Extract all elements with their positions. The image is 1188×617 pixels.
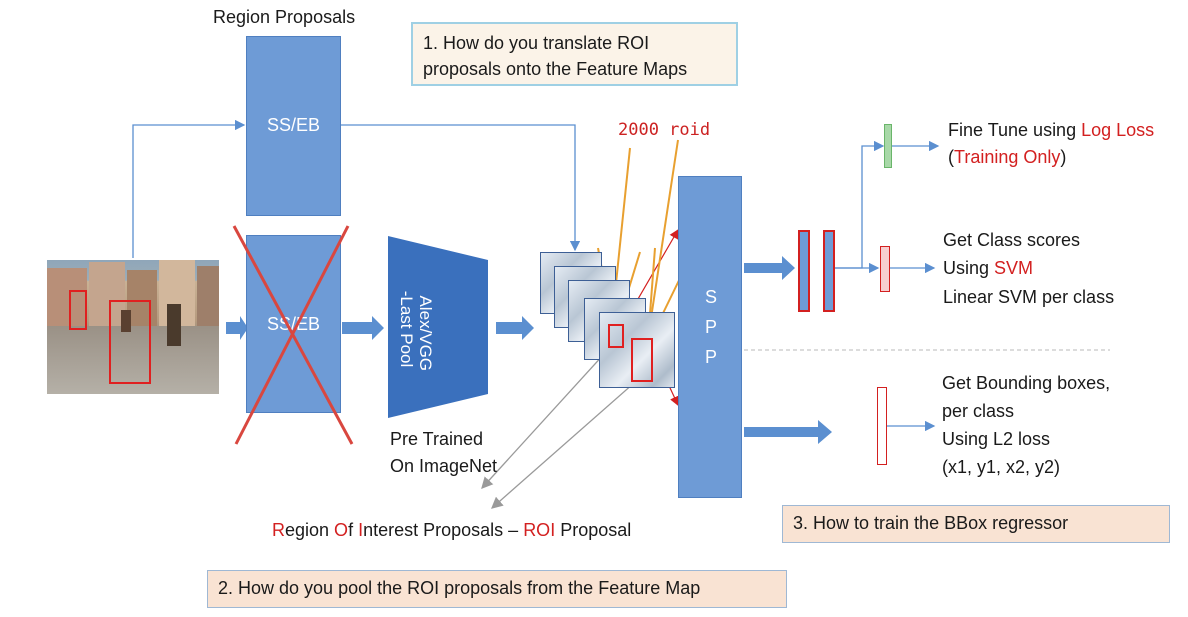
finetune-line2: (Training Only) [948,144,1066,171]
svm-text: SVM [994,258,1034,278]
class-scores-line2: Using SVM [943,255,1033,282]
roi-caption: Region Of Interest Proposals – ROI Propo… [272,517,631,544]
image-to-ss-arrow [132,119,246,258]
bbox-line3: Using L2 loss [942,429,1051,449]
roi-box-small [608,324,624,348]
finetune-layer [884,124,892,168]
roi-caption-proposal: Proposal [555,520,632,540]
finetune-close-paren: ) [1060,147,1067,167]
pretrained-line1: Pre Trained [390,429,484,449]
question-2-text: 2. How do you pool the ROI proposals fro… [218,578,701,598]
question-3-box: 3. How to train the BBox regressor [782,505,1170,543]
cross-out-icon [232,225,354,445]
roi-caption-i: I [358,520,364,540]
spp-block [678,176,742,498]
finetune-prefix: Fine Tune using [948,120,1082,140]
roi-caption-r: R [272,520,285,540]
cnn-trapezoid [388,236,488,418]
spp-to-bbox-block-arrow [744,420,832,444]
roi-caption-egion: egion [285,520,335,540]
roi-caption-roi: ROI [523,520,556,540]
svm-layer [880,246,890,292]
region-proposals-title: Region Proposals [213,7,356,27]
class-scores-line3: Linear SVM per class [943,287,1115,307]
bbox-line4: (x1, y1, x2, y2) [942,457,1061,477]
finetune-line1: Fine Tune using Log Loss [948,117,1154,144]
training-only-text: Training Only [954,147,1061,167]
ss-eb-label-top: SS/EB [266,115,321,135]
ss-eb-block-bottom: SS/EB [246,235,341,413]
fc-layer-2 [823,230,835,312]
ss-eb-block-top: SS/EB [246,36,341,216]
bbox-line2: per class [942,401,1015,421]
class-scores-line1: Get Class scores [943,230,1081,250]
fc-layer-1 [798,230,810,312]
question-1-text: 1. How do you translate ROI proposals on… [423,33,688,79]
spp-to-fc-block-arrow [744,256,795,280]
question-2-box: 2. How do you pool the ROI proposals fro… [207,570,787,608]
finetune-open-paren: ( [948,147,954,167]
log-loss-text: Log Loss [1081,120,1155,140]
question-1-box: 1. How do you translate ROI proposals on… [411,22,738,86]
pretrained-line2: On ImageNet [390,456,498,476]
cnn-label-text: Alex/VGG -Last Pool [397,290,435,372]
roi-caption-nterest: nterest Proposals – [363,520,524,540]
ss-to-featuremap-arrow [341,124,581,252]
bbox-line1: Get Bounding boxes, [942,373,1111,393]
roi-box-large [631,338,653,382]
spp-label-text: S P P [705,287,718,367]
question-3-text: 3. How to train the BBox regressor [793,513,1069,533]
person-box-small [69,290,87,330]
image-to-ss-block-arrow [226,316,248,340]
cnn-to-fm-block-arrow [496,316,534,340]
ss-to-cnn-block-arrow [342,316,384,340]
spp-label: S P P [678,282,742,372]
ss-eb-label-bottom: SS/EB [266,314,321,334]
input-image [47,260,219,394]
roi-caption-o: O [334,520,349,540]
person-box-large [109,300,151,384]
roi-count-annotation: 2000 roid [618,120,711,140]
cnn-label: Alex/VGG -Last Pool [397,282,454,376]
roi-caption-f: f [348,520,359,540]
bbox-layer [877,387,887,465]
using-prefix: Using [943,258,995,278]
